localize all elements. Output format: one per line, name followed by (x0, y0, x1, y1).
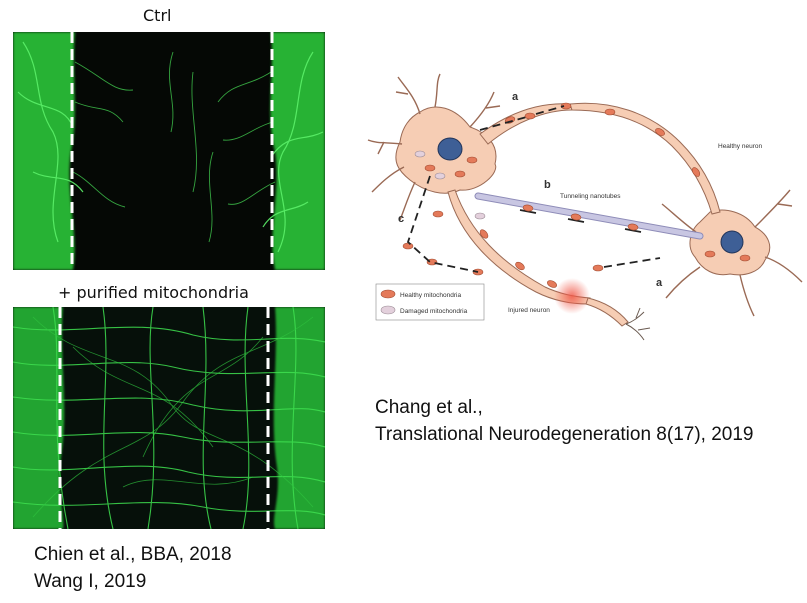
citation-left-line2: Wang I, 2019 (34, 571, 147, 592)
marker-b: b (544, 179, 551, 191)
ctrl-micrograph (13, 32, 325, 270)
marker-a-bottom: a (656, 277, 663, 289)
healthy-neuron-caption: Healthy neuron (718, 143, 762, 150)
mito-micrograph (13, 307, 325, 529)
citation-right: Chang et al., Translational Neurodegener… (375, 394, 754, 448)
citation-right-line2: Translational Neurodegeneration 8(17), 2… (375, 424, 754, 445)
left-neuron-body (395, 103, 591, 305)
legend-damaged-label: Damaged mitochondria (400, 308, 468, 315)
citation-left-line1: Chien et al., BBA, 2018 (34, 544, 232, 565)
mitochondria-legend: Healthy mitochondria Damaged mitochondri… (375, 283, 485, 321)
mito-panel-label: + purified mitochondria (58, 283, 249, 302)
injured-neuron-caption: Injured neuron (508, 307, 550, 314)
neuron-transfer-diagram: a b c a Healthy neuron Tunneling nanotub… (360, 72, 807, 350)
citation-left: Chien et al., BBA, 2018 Wang I, 2019 (34, 541, 232, 595)
ctrl-panel-label: Ctrl (143, 6, 172, 25)
citation-right-line1: Chang et al., (375, 397, 483, 418)
marker-c: c (398, 213, 404, 225)
tunneling-nanotubes-caption: Tunneling nanotubes (560, 193, 621, 200)
legend-healthy-label: Healthy mitochondria (400, 292, 461, 299)
marker-a-top: a (512, 91, 519, 103)
